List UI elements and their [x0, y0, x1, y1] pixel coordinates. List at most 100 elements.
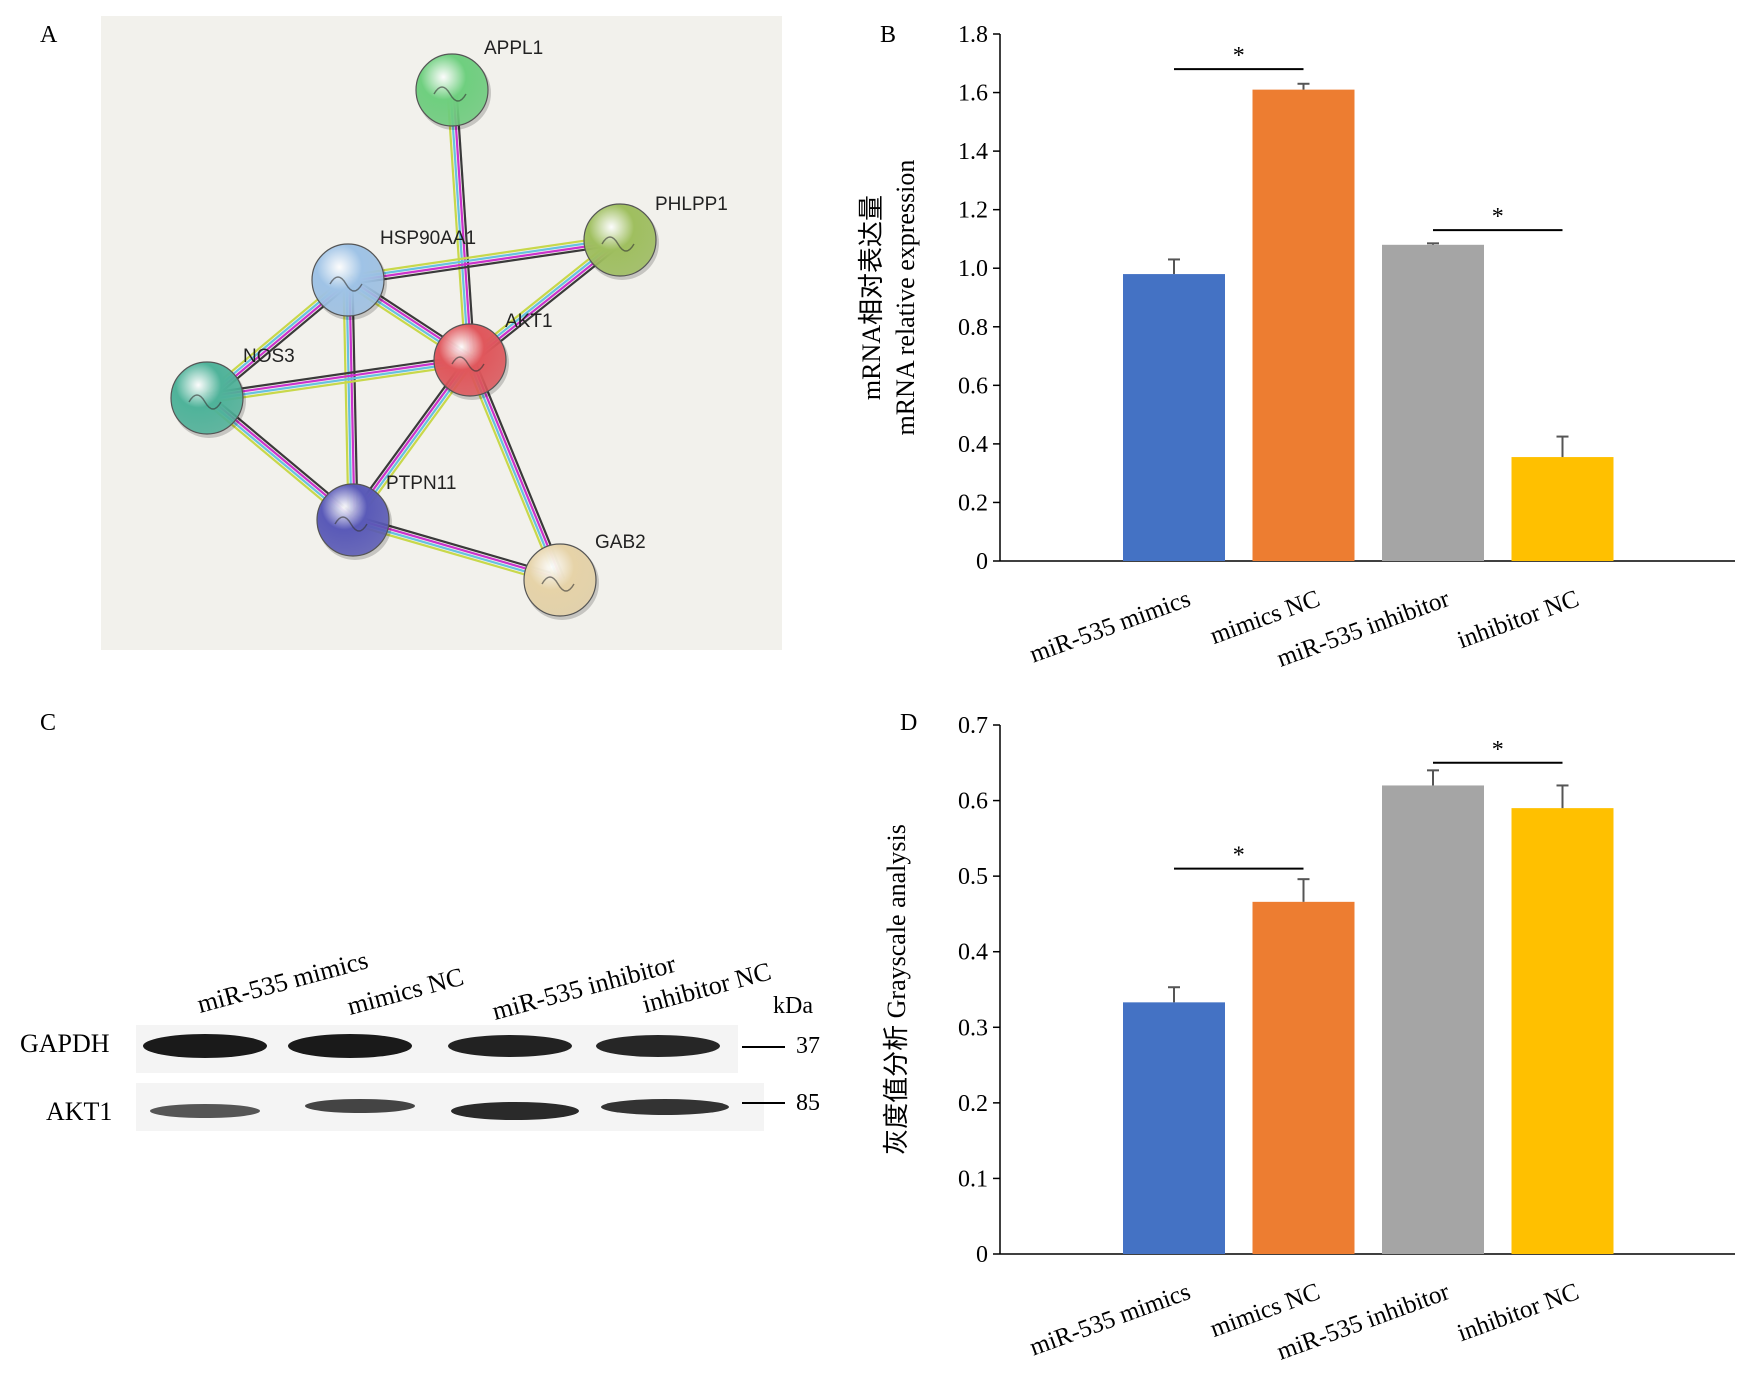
network-edge-strand — [347, 237, 620, 280]
network-node-label: APPL1 — [484, 38, 543, 59]
network-edge-strand — [207, 360, 471, 401]
significance-star: * — [1492, 204, 1504, 230]
y-tick-label: 0.8 — [958, 315, 988, 341]
wb-marker-37: 37 — [796, 1033, 820, 1059]
y-tick-label: 0.3 — [958, 1015, 988, 1041]
bar-1 — [1123, 274, 1225, 561]
wb-band-gapdh-lane2 — [288, 1034, 412, 1058]
y-tick-label: 0.2 — [958, 1091, 988, 1117]
significance-star: * — [1233, 843, 1245, 869]
network-edge-strand — [206, 357, 470, 398]
network-node-hsp90aa1: HSP90AA1 — [311, 228, 476, 320]
network-edge-phlpp1-hsp90aa1 — [347, 234, 621, 286]
bar-3 — [1382, 785, 1484, 1254]
node-sphere — [170, 361, 244, 435]
bar-2 — [1252, 901, 1355, 1254]
y-axis-label: mRNA relative expression — [891, 160, 920, 436]
network-edge-strand — [449, 90, 470, 361]
network-edge-strand — [470, 359, 563, 580]
node-sphere — [316, 483, 390, 557]
node-sphere — [415, 53, 489, 127]
y-tick-label: 1.6 — [958, 81, 988, 107]
network-node-akt1: AKT1 — [433, 311, 553, 400]
network-edge-strand — [348, 240, 621, 283]
wb-band-gapdh-lane3 — [448, 1035, 572, 1057]
y-tick-label: 0.5 — [958, 864, 988, 890]
panel-label-c: C — [40, 710, 56, 736]
node-structure-icon — [188, 394, 222, 410]
wb-protein-akt1: AKT1 — [46, 1097, 112, 1126]
bar-4 — [1511, 808, 1614, 1254]
network-edge-strand — [446, 90, 467, 361]
y-tick-label: 1.2 — [958, 198, 988, 224]
network-edge-strand — [342, 280, 350, 521]
network-node-ptpn11: PTPN11 — [316, 473, 456, 560]
node-sphere — [583, 203, 657, 277]
y-tick-label: 1.4 — [958, 139, 988, 165]
network-edge-strand — [345, 280, 353, 521]
network-edge-strand — [467, 360, 560, 581]
node-structure-icon — [451, 356, 485, 372]
bar-3 — [1382, 244, 1484, 562]
network-node-gab2: GAB2 — [523, 532, 646, 620]
panel-label-d: D — [900, 710, 917, 736]
wb-band-gapdh-lane1 — [143, 1034, 267, 1058]
network-edge-strand — [455, 89, 476, 360]
category-label: inhibitor NC — [1454, 585, 1583, 654]
y-axis-label: mRNA相对表达量 — [857, 195, 886, 400]
network-edge-strand — [207, 363, 471, 404]
y-tick-label: 0 — [976, 1242, 988, 1268]
network-node-label: HSP90AA1 — [380, 228, 476, 249]
node-structure-icon — [601, 236, 635, 252]
y-tick-label: 0.4 — [958, 940, 988, 966]
y-tick-label: 1.0 — [958, 256, 988, 282]
wb-band-akt1-lane4 — [601, 1099, 729, 1115]
wb-band-akt1-lane3 — [451, 1102, 579, 1120]
network-edge-hsp90aa1-ptpn11 — [342, 279, 359, 521]
wb-band-gapdh-lane4 — [596, 1035, 720, 1057]
network-edge-strand — [351, 279, 359, 520]
network-edge-appl1-akt1 — [446, 89, 476, 361]
node-sphere — [311, 243, 385, 317]
node-structure-icon — [329, 276, 363, 292]
significance-star: * — [1492, 737, 1504, 763]
network-edge-akt1-gab2 — [464, 357, 566, 583]
y-tick-label: 0.6 — [958, 789, 988, 815]
panel-label-a: A — [40, 22, 58, 48]
node-structure-icon — [334, 516, 368, 532]
y-tick-label: 0.4 — [958, 432, 988, 458]
node-sphere — [523, 543, 597, 617]
network-node-appl1: APPL1 — [415, 38, 543, 130]
network-edge-strand — [348, 279, 356, 520]
wb-unit-label: kDa — [773, 993, 813, 1019]
network-node-label: PTPN11 — [386, 473, 456, 494]
network-edge-strand — [206, 354, 470, 395]
category-label: miR-535 mimics — [1026, 585, 1194, 668]
wb-band-akt1-lane1 — [150, 1104, 260, 1118]
category-label: miR-535 mimics — [1026, 1278, 1194, 1361]
network-edge-nos3-akt1 — [206, 354, 471, 404]
node-sphere — [433, 323, 507, 397]
panel-label-b: B — [880, 22, 896, 48]
wb-lane-label: miR-535 mimics — [194, 945, 371, 1018]
significance-star: * — [1233, 43, 1245, 69]
network-edge-strand — [473, 357, 566, 579]
network-edge-strand — [452, 89, 473, 360]
y-tick-label: 0.6 — [958, 373, 988, 399]
network-edge-strand — [464, 361, 557, 583]
wb-marker-85: 85 — [796, 1090, 820, 1116]
y-tick-label: 0.2 — [958, 490, 988, 516]
node-structure-icon — [433, 86, 467, 102]
category-label: inhibitor NC — [1454, 1278, 1583, 1347]
node-structure-icon — [541, 576, 575, 592]
y-tick-label: 1.8 — [958, 22, 988, 48]
network-node-label: GAB2 — [595, 532, 646, 553]
y-tick-label: 0.7 — [958, 713, 988, 739]
network-edge-strand — [347, 234, 620, 277]
